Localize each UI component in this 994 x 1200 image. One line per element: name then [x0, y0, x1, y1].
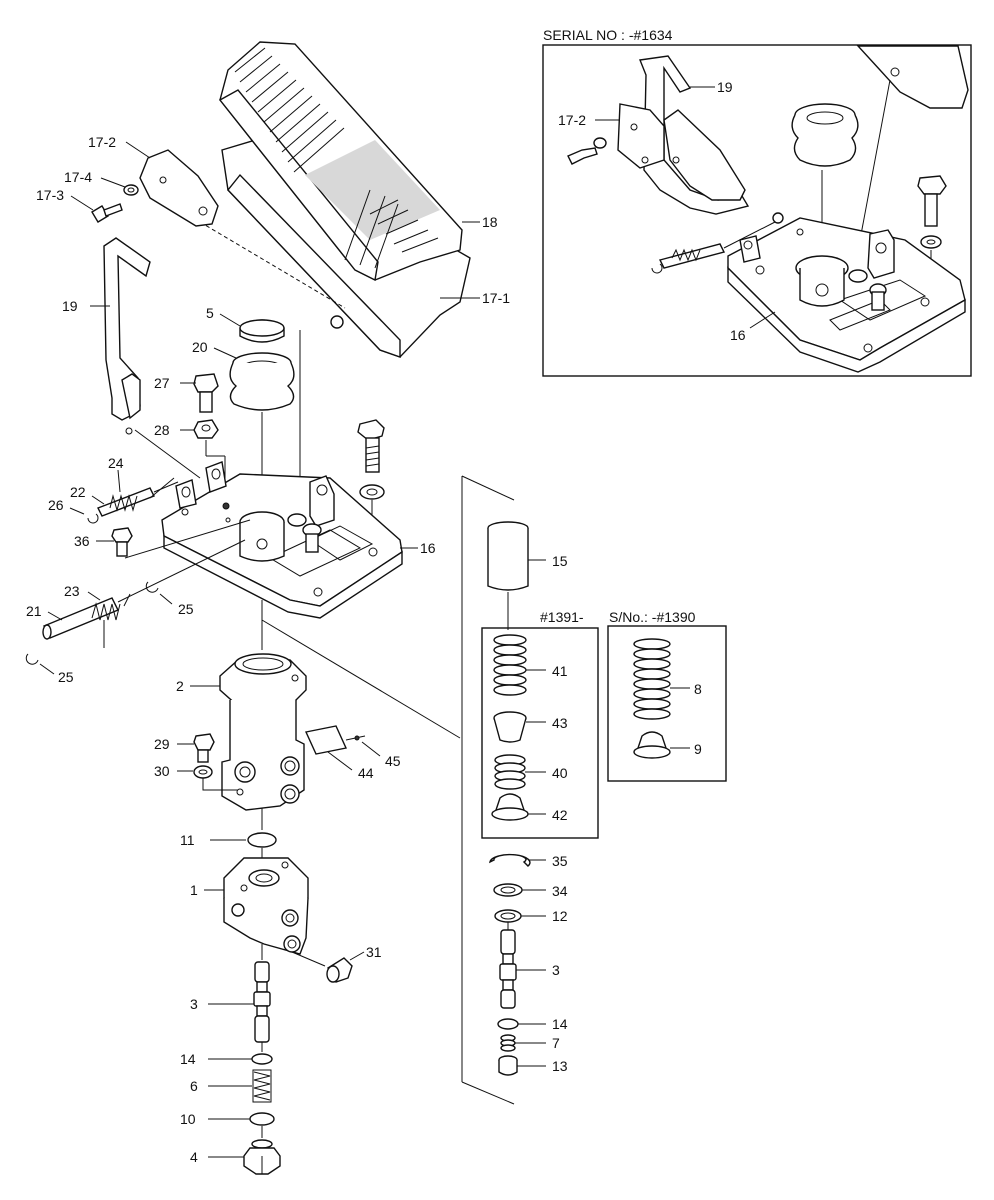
inset-panel: SERIAL NO : -#1634: [542, 27, 972, 377]
label-25-lower: 25: [58, 669, 74, 685]
label-31: 31: [366, 944, 382, 960]
label-45: 45: [385, 753, 401, 769]
label-30: 30: [154, 763, 170, 779]
valve-body-2: 2: [176, 653, 307, 811]
label-10: 10: [180, 1111, 196, 1127]
label-17-4: 17-4: [64, 169, 92, 185]
label-35: 35: [552, 853, 568, 869]
bolt-36: 36: [74, 519, 251, 559]
base-plate-16: 16: [161, 461, 436, 619]
bolt-27: 27 28: [154, 373, 226, 500]
pin-spring-24-22-26: 24 22 26: [48, 455, 179, 524]
inset-boot: [791, 103, 859, 167]
label-42: 42: [552, 807, 568, 823]
valve-body-1: 1: [190, 857, 326, 967]
ring-34: [493, 883, 523, 897]
shaft-21-23-25: 23 21 25 25: [25, 539, 246, 685]
spring-7: [500, 1034, 516, 1052]
seat-43: [493, 711, 527, 743]
label-34: 34: [552, 883, 568, 899]
label-22: 22: [70, 484, 86, 500]
pedal-ribs: [234, 47, 439, 269]
screw-29-washer-30: 29 30: [154, 733, 238, 791]
label-17-1: 17-1: [482, 290, 510, 306]
oring-10: [249, 1112, 275, 1126]
boot-assembly: 5 20: [192, 305, 301, 510]
label-19: 19: [62, 298, 78, 314]
label-43: 43: [552, 715, 568, 731]
plug-31: 31: [326, 944, 382, 983]
label-27: 27: [154, 375, 170, 391]
inset-bracket-19: [639, 55, 750, 215]
label-17-3: 17-3: [36, 187, 64, 203]
inset-label-17-2: 17-2: [558, 112, 586, 128]
label-18: 18: [482, 214, 498, 230]
label-17-2: 17-2: [88, 134, 116, 150]
label-26: 26: [48, 497, 64, 513]
inset-title: SERIAL NO : -#1634: [543, 27, 673, 43]
label-24: 24: [108, 455, 124, 471]
cap-13: [498, 1055, 518, 1076]
seat-9: [633, 731, 671, 759]
label-12: 12: [552, 908, 568, 924]
label-36: 36: [74, 533, 90, 549]
bracket-right: [461, 475, 515, 1105]
label-21: 21: [26, 603, 42, 619]
label-29: 29: [154, 736, 170, 752]
label-2: 2: [176, 678, 184, 694]
label-23: 23: [64, 583, 80, 599]
spring-40: [494, 754, 526, 790]
snap-ring-35: [489, 853, 531, 867]
label-9: 9: [694, 741, 702, 757]
label-3-right: 3: [552, 962, 560, 978]
label-4: 4: [190, 1149, 198, 1165]
label-25-upper: 25: [178, 601, 194, 617]
nameplate-44-45: 44 45: [304, 725, 401, 781]
box-a-title: #1391-: [540, 609, 584, 625]
label-40: 40: [552, 765, 568, 781]
box-b-title: S/No.: -#1390: [609, 609, 696, 625]
label-15: 15: [552, 553, 568, 569]
backup-ring-14-right: [497, 1018, 519, 1030]
label-5: 5: [206, 305, 214, 321]
label-3-left: 3: [190, 996, 198, 1012]
label-1: 1: [190, 882, 198, 898]
label-20: 20: [192, 339, 208, 355]
spring-8: [633, 638, 671, 720]
spring-41: [493, 634, 527, 696]
inset-base-plate-16: [727, 217, 966, 373]
ring-12: [494, 909, 522, 923]
spring-6: [252, 1069, 272, 1103]
label-13: 13: [552, 1058, 568, 1074]
label-8: 8: [694, 681, 702, 697]
label-41: 41: [552, 663, 568, 679]
bracket-19: 19: [62, 237, 201, 479]
label-16: 16: [420, 540, 436, 556]
label-6: 6: [190, 1078, 198, 1094]
spool-3-left: [253, 961, 271, 1043]
spool-3-right: [499, 929, 517, 1009]
label-44: 44: [358, 765, 374, 781]
backup-ring-14-left: [251, 1053, 273, 1065]
pedal-assembly: 18 17-1: [199, 41, 510, 358]
label-14-left: 14: [180, 1051, 196, 1067]
plug-4: [243, 1139, 281, 1175]
side-plate-17-2: 17-2 17-4 17-3: [36, 134, 219, 227]
inset-label-16: 16: [730, 327, 746, 343]
sleeve-15: [487, 521, 529, 591]
seat-42: [491, 793, 529, 821]
oring-11: [247, 832, 277, 848]
label-14-right: 14: [552, 1016, 568, 1032]
inset-label-19: 19: [717, 79, 733, 95]
label-11: 11: [180, 832, 195, 848]
label-7: 7: [552, 1035, 560, 1051]
label-28: 28: [154, 422, 170, 438]
